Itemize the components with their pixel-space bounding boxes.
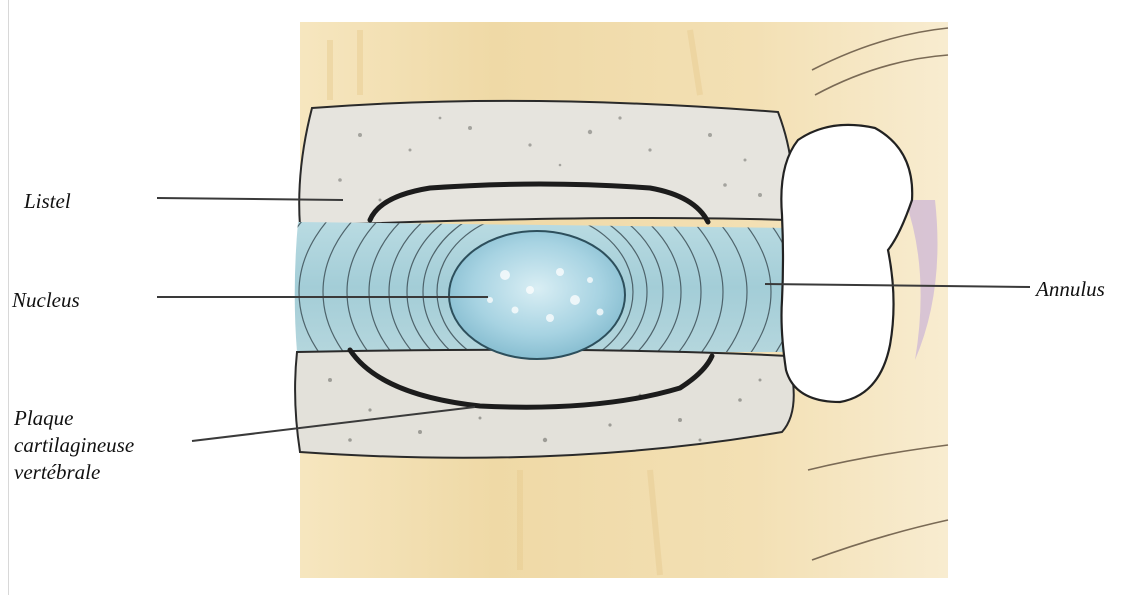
nucleus-pulposus <box>449 231 625 359</box>
upper-vertebral-body <box>299 101 792 226</box>
label-plaque-line-3: vertébrale <box>14 459 134 486</box>
label-plaque-line-2: cartilagineuse <box>14 432 134 459</box>
label-plaque-cartilagineuse: Plaque cartilagineuse vertébrale <box>14 405 134 486</box>
label-nucleus: Nucleus <box>12 287 80 314</box>
label-listel-text: Listel <box>24 188 71 215</box>
label-annulus-text: Annulus <box>1036 276 1105 303</box>
label-annulus: Annulus <box>1036 276 1105 303</box>
label-plaque-line-1: Plaque <box>14 405 134 432</box>
label-listel: Listel <box>24 188 71 215</box>
label-nucleus-text: Nucleus <box>12 287 80 314</box>
